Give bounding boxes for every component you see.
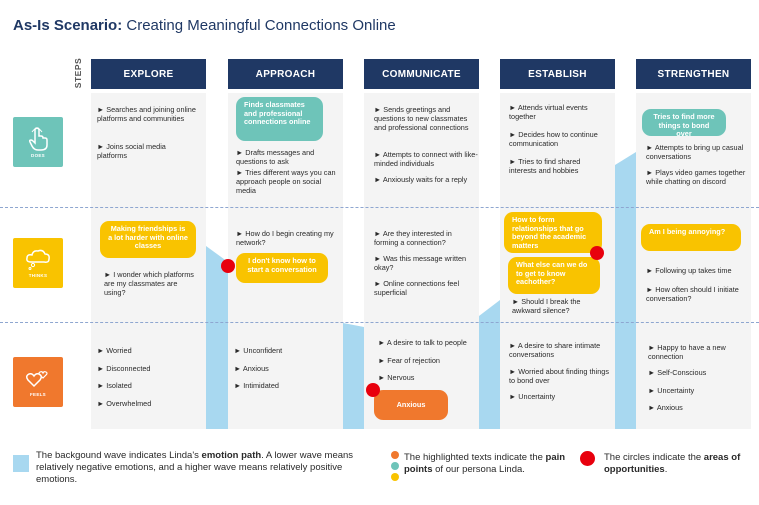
does-approach-item: ► Drafts messages and questions to ask [236, 148, 315, 166]
row-label-thinks: THINKS [28, 272, 48, 278]
feels-strengthen-item: ► Uncertainty [648, 386, 695, 395]
thinks-strengthen-item: ► How often should I initiate conversati… [646, 285, 739, 303]
does-establish-item: ► Attends virtual events together [509, 103, 588, 121]
row-label-does: DOES [31, 152, 45, 158]
column-header-strengthen: STRENGTHEN [636, 59, 751, 89]
feels-communicate-item: ► A desire to talk to people [378, 338, 467, 347]
column-header-communicate: COMMUNICATE [364, 59, 479, 89]
thinks-communicate-item: ► Was this message written okay? [374, 254, 467, 272]
page-title: As-Is Scenario: Creating Meaningful Conn… [13, 17, 396, 34]
does-strengthen-item: ► Plays video games together while chatt… [646, 168, 746, 186]
hearts-icon [25, 370, 48, 387]
column-bg-explore [91, 93, 206, 429]
legend-circles-text: The circles indicate the areas of opport… [604, 452, 741, 475]
thinks-establish-item: ► Should I break the awkward silence? [512, 297, 581, 315]
feels-communicate-item: ► Nervous [378, 373, 415, 382]
feels-communicate-item: ► Fear of rejection [378, 356, 440, 365]
thinks-establish-note-1: How to form relationships that go beyond… [504, 212, 602, 253]
does-strengthen-item: ► Attempts to bring up casual conversati… [646, 143, 744, 161]
legend-circle-dot [580, 451, 595, 466]
legend-highlight-dot-teal [391, 462, 399, 470]
column-header-establish: ESTABLISH [500, 59, 615, 89]
does-communicate-item: ► Sends greetings and questions to new c… [374, 105, 469, 132]
feels-strengthen-item: ► Anxious [648, 403, 683, 412]
legend-wave-text: The backgound wave indicates Linda's emo… [36, 450, 354, 485]
thinks-strengthen-item: ► Following up takes time [646, 266, 732, 275]
feels-establish-item: ► Uncertainty [509, 392, 556, 401]
thinks-approach-item: ► How do I begin creating my network? [236, 229, 334, 247]
does-approach-item: ► Tries different ways you can approach … [236, 168, 336, 195]
row-divider [0, 207, 759, 208]
column-bg-communicate [364, 93, 479, 429]
feels-establish-item: ► A desire to share intimate conversatio… [509, 341, 601, 359]
does-explore-item: ► Searches and joining online platforms … [97, 105, 196, 123]
legend-highlight-dot-orange [391, 451, 399, 459]
thinks-communicate-item: ► Online connections feel superficial [374, 279, 460, 297]
feels-approach-item: ► Unconfident [234, 346, 283, 355]
thinks-strengthen-note: Am I being annoying? [641, 224, 741, 251]
does-establish-item: ► Decides how to continue communication [509, 130, 598, 148]
feels-explore-item: ► Disconnected [97, 364, 151, 373]
feels-strengthen-item: ► Happy to have a new connection [648, 343, 726, 361]
does-communicate-item: ► Anxiously waits for a reply [374, 175, 468, 184]
opportunity-circle [590, 246, 604, 260]
legend-highlight-text: The highlighted texts indicate the pain … [404, 452, 566, 475]
opportunity-circle [221, 259, 235, 273]
thought-bubble-icon [26, 249, 50, 270]
thinks-communicate-item: ► Are they interested in forming a conne… [374, 229, 452, 247]
does-explore-item: ► Joins social media platforms [97, 142, 166, 160]
does-establish-item: ► Tries to find shared interests and hob… [509, 157, 581, 175]
legend-wave-swatch [13, 455, 29, 472]
row-icon-feels: FEELS [13, 357, 63, 407]
row-icon-thinks: THINKS [13, 238, 63, 288]
feels-strengthen-item: ► Self-Conscious [648, 368, 707, 377]
row-divider [0, 322, 759, 323]
does-approach-note: Finds classmates and professional connec… [236, 97, 323, 141]
thinks-approach-note: I don't know how to start a conversation [236, 253, 328, 283]
opportunity-circle [366, 383, 380, 397]
column-bg-strengthen [636, 93, 751, 429]
does-strengthen-note: Tries to find more things to bond over [642, 109, 726, 138]
feels-explore-item: ► Overwhelmed [97, 399, 152, 408]
feels-explore-item: ► Isolated [97, 381, 132, 390]
column-header-approach: APPROACH [228, 59, 343, 89]
hand-tap-icon [28, 126, 48, 151]
row-label-feels: FEELS [29, 391, 46, 397]
thinks-explore-item: ► I wonder which platforms are my classm… [104, 270, 194, 297]
legend-highlight-dot-yellow [391, 473, 399, 481]
feels-approach-item: ► Intimidated [234, 381, 279, 390]
row-icon-does: DOES [13, 117, 63, 167]
column-header-explore: EXPLORE [91, 59, 206, 89]
does-communicate-item: ► Attempts to connect with like-minded i… [374, 150, 478, 168]
feels-establish-item: ► Worried about finding things to bond o… [509, 367, 609, 385]
feels-explore-item: ► Worried [97, 346, 132, 355]
thinks-explore-note: Making friendships is a lot harder with … [100, 221, 196, 258]
feels-approach-item: ► Anxious [234, 364, 269, 373]
feels-communicate-note: Anxious [374, 390, 448, 420]
thinks-establish-note-2: What else can we do to get to know eacho… [508, 257, 600, 294]
